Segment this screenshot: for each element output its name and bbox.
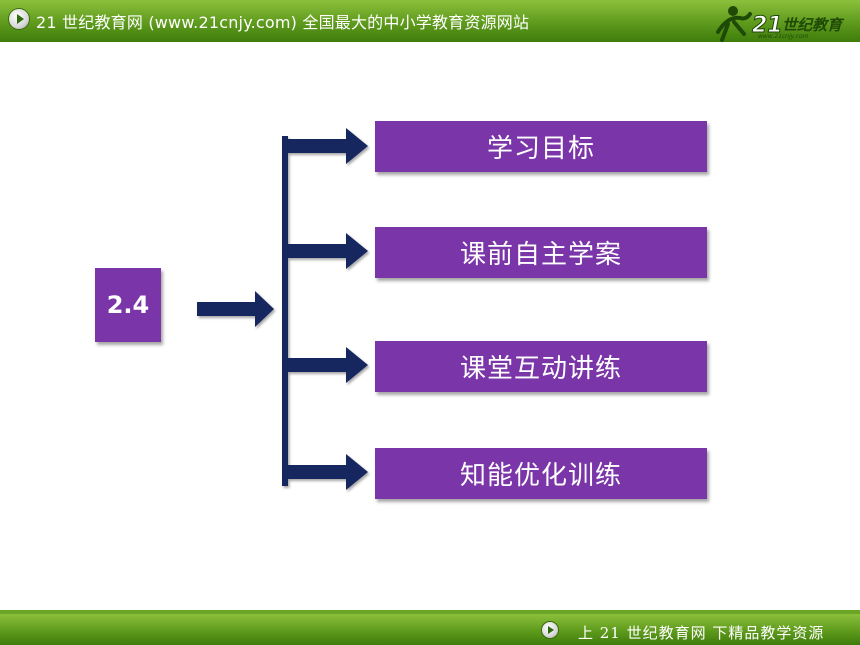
- branch-arrow-1: [288, 128, 368, 164]
- footer-banner: [0, 614, 860, 645]
- item-preclass-study[interactable]: 课前自主学案: [375, 227, 707, 278]
- footer-divider: [0, 610, 860, 614]
- branch-arrow-4: [288, 454, 368, 490]
- root-arrow: [197, 291, 274, 327]
- trunk-line: [282, 136, 288, 486]
- header-banner: [0, 0, 860, 42]
- root-node: 2.4: [95, 268, 161, 342]
- footer-banner-text: 上 21 世纪教育网 下精品教学资源: [578, 624, 825, 642]
- play-icon[interactable]: [9, 9, 29, 29]
- item-classroom-practice[interactable]: 课堂互动讲练: [375, 341, 707, 392]
- footer-play-icon[interactable]: [542, 622, 558, 638]
- item-learning-goals[interactable]: 学习目标: [375, 121, 707, 172]
- logo-url: www.21cnjy.com: [758, 33, 809, 40]
- item-skill-training[interactable]: 知能优化训练: [375, 448, 707, 499]
- svg-text:世纪教育: 世纪教育: [782, 16, 845, 34]
- svg-text:21: 21: [752, 13, 783, 38]
- branch-arrow-2: [288, 233, 368, 269]
- branch-arrow-3: [288, 347, 368, 383]
- site-logo-icon: 21 世纪教育: [716, 6, 845, 42]
- header-banner-text: 21 世纪教育网 (www.21cnjy.com) 全国最大的中小学教育资源网站: [36, 13, 530, 32]
